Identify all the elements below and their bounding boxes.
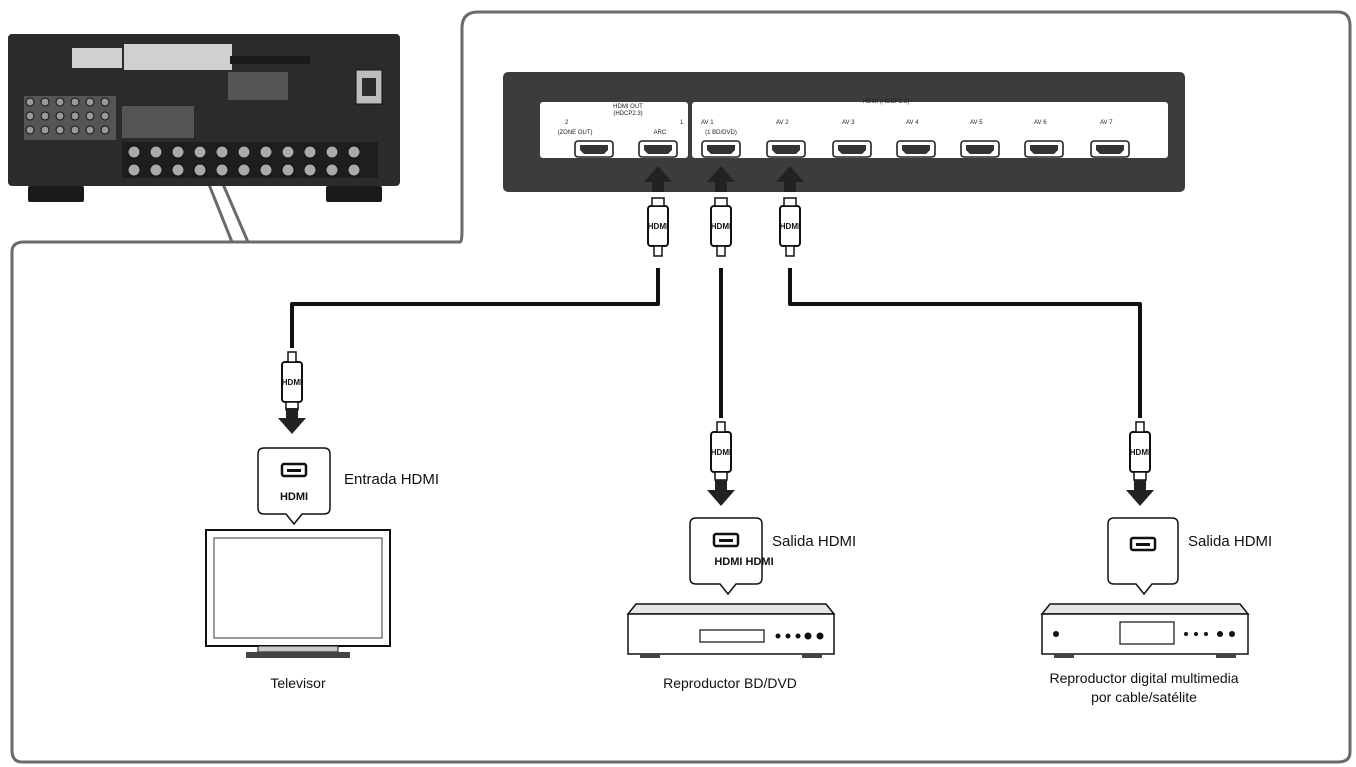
media-device-name-line1: Reproductor digital multimedia	[1049, 670, 1238, 686]
speaker-terminal	[281, 145, 295, 159]
speaker-terminal	[171, 145, 185, 159]
hdmi-input-label-av2: AV 2	[776, 120, 789, 126]
hdmi-out-2-tag: (ZONE OUT)	[558, 130, 593, 136]
speaker-terminal	[215, 145, 229, 159]
bd-dvd-player-illustration	[626, 603, 836, 658]
tv-hdmi-port-bubble	[257, 447, 331, 526]
hdmi-input-port-av2[interactable]	[766, 140, 806, 158]
hdmi-input-port-av6[interactable]	[1024, 140, 1064, 158]
rca-jack	[25, 97, 35, 107]
hdmi-input-label-av5: AV 5	[970, 120, 983, 126]
hdmi-out-1-number: 1	[680, 120, 684, 126]
rca-jack	[70, 125, 80, 135]
rca-jack	[55, 111, 65, 121]
speaker-terminal	[127, 163, 141, 177]
rca-jack	[70, 97, 80, 107]
hdmi-input-label-av6: AV 6	[1034, 120, 1047, 126]
media-device-name-line2: por cable/satélite	[1091, 689, 1197, 705]
bd-port-label: Salida HDMI	[772, 533, 856, 550]
rca-jack	[85, 111, 95, 121]
cable-label-5: HDMI	[711, 448, 731, 457]
speaker-terminal	[237, 163, 251, 177]
rca-jack	[40, 125, 50, 135]
hdmi-input-port-av5[interactable]	[960, 140, 1000, 158]
cable-label-3: HDMI	[780, 222, 800, 231]
rca-jack	[100, 111, 110, 121]
hdmi-input-label-av3: AV 3	[842, 120, 855, 126]
rca-jack	[100, 97, 110, 107]
hdmi-out-2-number: 2	[565, 120, 569, 126]
hdmi-out-subtitle: (HDCP2.3)	[613, 111, 642, 117]
receiver-rear-panel	[8, 34, 400, 202]
hdmi-out-1-port[interactable]	[638, 140, 678, 158]
speaker-terminal	[325, 145, 339, 159]
speaker-terminal	[171, 163, 185, 177]
speaker-terminal	[127, 145, 141, 159]
hdmi-out-2-port[interactable]	[574, 140, 614, 158]
cable-label-1: HDMI	[648, 222, 668, 231]
cable-label-4: HDMI	[282, 378, 302, 387]
arrow-to-bd	[707, 480, 735, 506]
speaker-terminal	[149, 145, 163, 159]
rca-jack	[25, 125, 35, 135]
tv-port-text: HDMI	[280, 491, 308, 503]
tv-hdmi-icon	[280, 462, 308, 478]
hdmi-out-title: HDMI OUT	[613, 104, 643, 110]
bd-hdmi-port-bubble	[689, 517, 763, 596]
hdmi-input-port-av4[interactable]	[896, 140, 936, 158]
receiver-connector-dots	[25, 97, 361, 177]
av1-tag: (1 BD/DVD)	[705, 130, 737, 136]
speaker-terminal	[259, 145, 273, 159]
rca-jack	[85, 125, 95, 135]
speaker-terminal	[303, 145, 317, 159]
rca-jack	[40, 97, 50, 107]
speaker-terminal	[303, 163, 317, 177]
hdmi-panel	[503, 72, 1185, 192]
cable-label-2: HDMI	[711, 222, 731, 231]
speaker-terminal	[193, 145, 207, 159]
hdmi-out-1-tag: ARC	[654, 130, 667, 136]
tv-port-label: Entrada HDMI	[344, 471, 439, 488]
rca-jack	[55, 97, 65, 107]
speaker-terminal	[215, 163, 229, 177]
bd-device-name: Reproductor BD/DVD	[663, 675, 797, 691]
media-port-label: Salida HDMI	[1188, 533, 1272, 550]
hdmi-input-port-av7[interactable]	[1090, 140, 1130, 158]
speaker-terminal	[193, 163, 207, 177]
hdmi-input-label-av7: AV 7	[1100, 120, 1113, 126]
media-player-illustration	[1040, 603, 1250, 658]
rca-jack	[70, 111, 80, 121]
rca-jack	[55, 125, 65, 135]
hdmi-input-port-av3[interactable]	[832, 140, 872, 158]
hdmi-input-label-av4: AV 4	[906, 120, 919, 126]
arrow-to-media	[1126, 480, 1154, 506]
hdmi-in-title: HDMI (HDCP2.3)	[863, 99, 909, 105]
media-hdmi-port-bubble	[1107, 517, 1179, 596]
speaker-terminal	[281, 163, 295, 177]
rca-jack	[25, 111, 35, 121]
speaker-terminal	[237, 145, 251, 159]
cable-label-6: HDMI	[1130, 448, 1150, 457]
arrow-to-tv	[278, 408, 306, 434]
speaker-terminal	[325, 163, 339, 177]
rca-jack	[85, 97, 95, 107]
hdmi-input-port-av1[interactable]	[701, 140, 741, 158]
rca-jack	[100, 125, 110, 135]
bd-port-text: HDMI HDMI	[714, 556, 773, 568]
speaker-terminal	[149, 163, 163, 177]
tv-device-name: Televisor	[270, 675, 326, 691]
media-hdmi-icon	[1129, 536, 1157, 552]
bd-hdmi-icon	[712, 532, 740, 548]
television-illustration	[205, 529, 391, 658]
speaker-terminal	[347, 163, 361, 177]
hdmi-cables	[290, 268, 1142, 418]
hdmi-input-label-av1: AV 1	[701, 120, 714, 126]
rca-jack	[40, 111, 50, 121]
speaker-terminal	[347, 145, 361, 159]
callout-frame	[10, 10, 1352, 764]
speaker-terminal	[259, 163, 273, 177]
